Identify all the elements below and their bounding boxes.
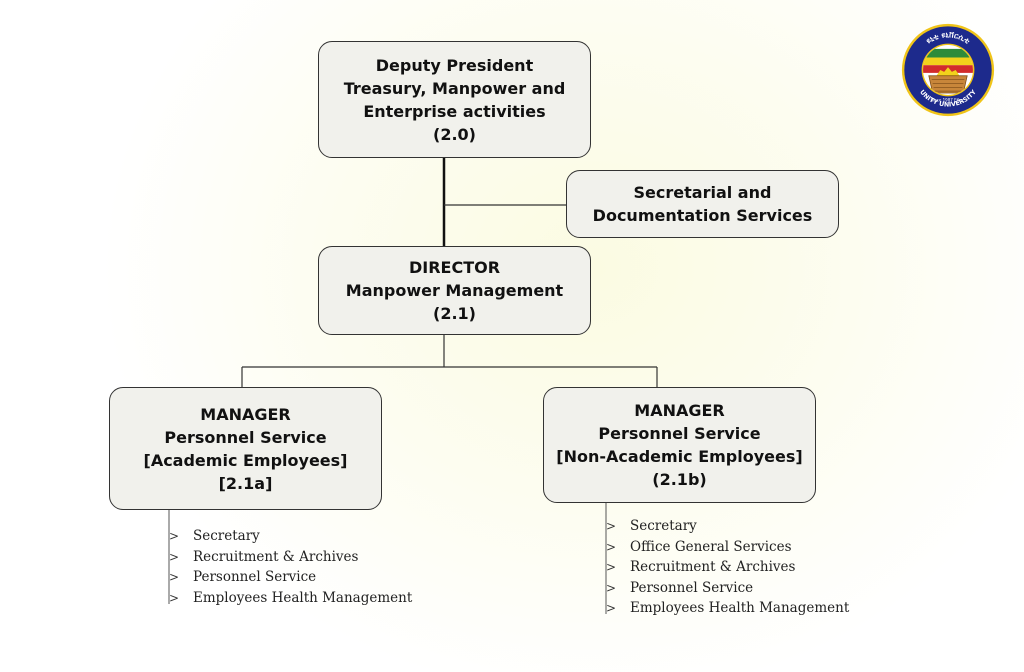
bullet-marker: >: [606, 560, 617, 574]
deputy-president-box: Deputy President Treasury, Manpower and …: [318, 41, 591, 158]
director-dept: Manpower Management: [345, 281, 564, 300]
manager-academic-box: MANAGER Personnel Service [Academic Empl…: [109, 387, 382, 510]
secretarial-box: Secretarial and Documentation Services: [566, 170, 839, 238]
logo-basket-weave: [931, 79, 965, 92]
bullet-marker: >: [606, 601, 617, 615]
list-item: > Secretary: [606, 516, 849, 537]
duty-label: Personnel Service: [193, 569, 317, 585]
duty-label: Employees Health Management: [630, 600, 850, 616]
duty-label: Employees Health Management: [193, 589, 413, 606]
duty-label: Recruitment & Archives: [630, 559, 796, 575]
deputy-president-title: Deputy President: [375, 55, 534, 75]
bullet-marker: >: [606, 519, 617, 533]
bullet-marker: >: [606, 539, 617, 554]
director-box: DIRECTOR Manpower Management (2.1): [318, 246, 591, 335]
bullet-marker: >: [169, 570, 180, 584]
logo-basket: [928, 75, 968, 94]
director-title: DIRECTOR: [408, 258, 501, 277]
logo-flag-green: [923, 48, 973, 58]
manager-non-academic-title: MANAGER: [634, 401, 725, 420]
deputy-president-dept-line2: Enterprise activities: [363, 101, 546, 121]
list-item: > Personnel Service: [169, 567, 412, 588]
manager-non-academic-scope: [Non-Academic Employees]: [556, 447, 803, 466]
list-item: > Personnel Service: [606, 578, 849, 599]
duty-label: Secretary: [193, 528, 260, 544]
list-item: > Employees Health Management: [169, 588, 412, 609]
bullet-marker: >: [169, 549, 180, 564]
duty-label: Secretary: [630, 518, 697, 534]
list-item: > Recruitment & Archives: [169, 547, 412, 568]
bullet-marker: >: [169, 529, 180, 543]
duty-label: Personnel Service: [630, 579, 754, 596]
list-item: > Employees Health Management: [606, 598, 849, 619]
manager-academic-service: Personnel Service: [164, 427, 327, 447]
non-academic-duties-list: > Secretary > Office General Services > Rec…: [606, 516, 849, 619]
unity-university-logo: ዩኒቲ ዩኒቨርሲቲ UNITY UNIVERSITY Since 1987 E…: [901, 23, 995, 117]
bullet-marker: >: [169, 590, 180, 605]
manager-non-academic-box: MANAGER Personnel Service [Non-Academic …: [543, 387, 816, 503]
manager-academic-scope: [Academic Employees]: [143, 450, 348, 470]
manager-academic-code: [2.1a]: [218, 473, 273, 493]
duty-label: Office General Services: [630, 538, 792, 555]
secretarial-line2: Documentation Services: [592, 206, 813, 225]
deputy-president-dept-line1: Treasury, Manpower and: [343, 78, 566, 98]
list-item: > Office General Services: [606, 537, 849, 558]
logo-flag-yellow: [923, 57, 973, 66]
list-item: > Secretary: [169, 526, 412, 547]
bullet-marker: >: [606, 580, 617, 595]
list-item: > Recruitment & Archives: [606, 557, 849, 578]
logo-since-text: Since 1987 Eth.c.: [930, 98, 965, 103]
secretarial-line1: Secretarial and: [633, 183, 772, 202]
duty-label: Recruitment & Archives: [193, 548, 359, 565]
manager-non-academic-service: Personnel Service: [598, 424, 761, 443]
manager-academic-title: MANAGER: [200, 404, 291, 424]
director-code: (2.1): [433, 304, 476, 323]
logo-sun-rays: [936, 67, 960, 76]
academic-duties-list: > Secretary > Recruitment & Archives > Pers…: [169, 526, 412, 608]
deputy-president-code: (2.0): [433, 124, 476, 144]
manager-non-academic-code: (2.1b): [652, 470, 707, 489]
